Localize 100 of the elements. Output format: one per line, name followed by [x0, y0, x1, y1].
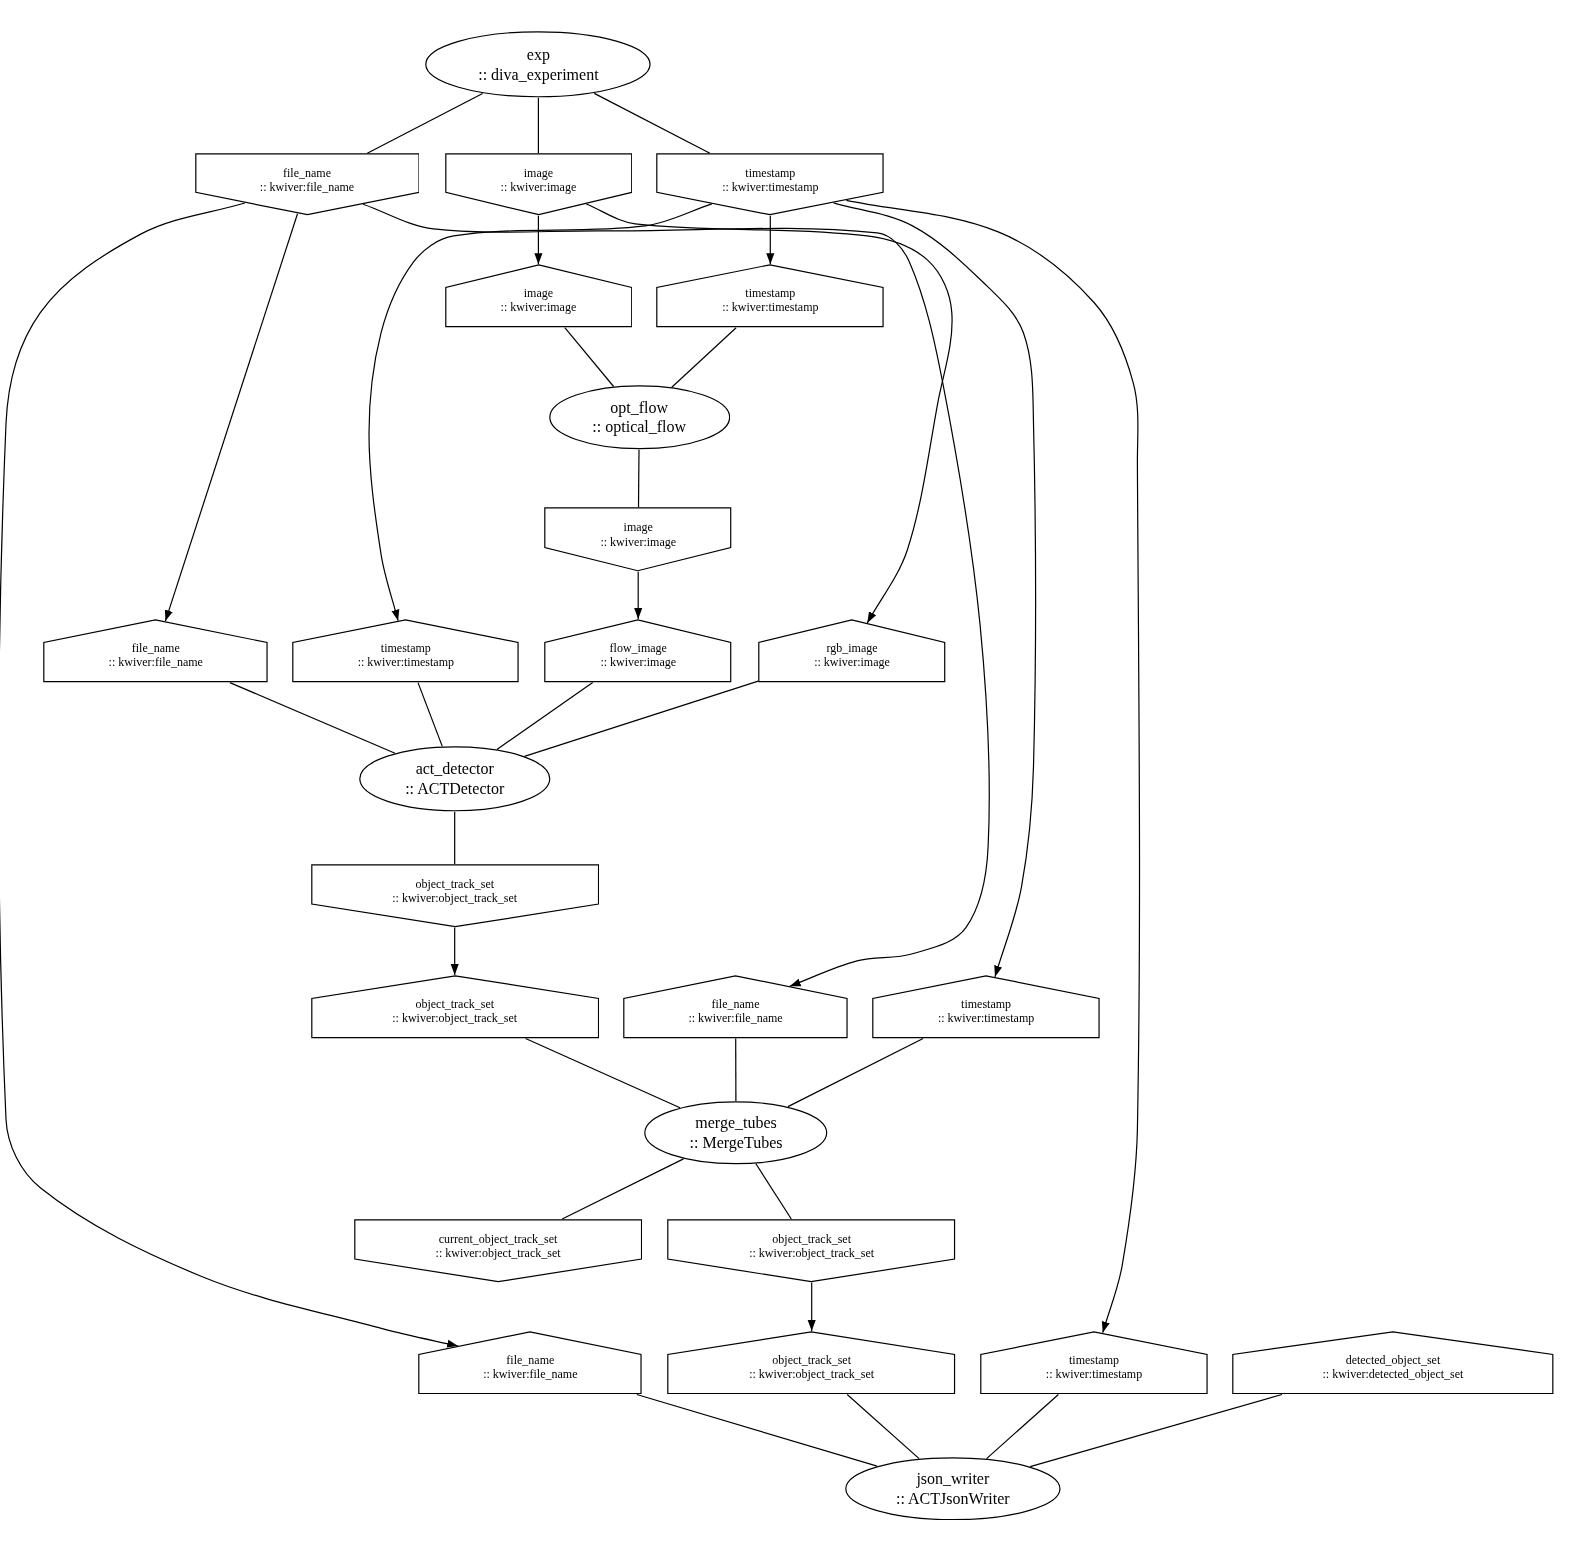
connector-line	[564, 327, 615, 388]
connector-line	[593, 92, 711, 154]
process-ellipse	[548, 385, 730, 450]
input-port-pentagon	[292, 619, 520, 683]
input-port-pentagon	[758, 619, 946, 683]
node-label: object_track_set	[415, 996, 495, 1012]
connector-line	[454, 811, 456, 865]
input-port-pentagon	[872, 975, 1100, 1039]
type-label: :: kwiver:object_track_set	[749, 1246, 875, 1261]
type-label: :: kwiver:image	[500, 300, 577, 315]
type-label: :: kwiver:file_name	[108, 655, 203, 670]
type-label: :: MergeTubes	[689, 1132, 783, 1153]
type-label: :: kwiver:object_track_set	[749, 1367, 875, 1382]
node-label: timestamp	[745, 165, 796, 180]
connector-line	[637, 449, 640, 508]
type-label: :: ACTJsonWriter	[896, 1488, 1010, 1509]
node-label: opt_flow	[610, 397, 669, 418]
output-port-pentagon	[194, 153, 420, 216]
type-label: :: kwiver:image	[814, 655, 890, 670]
node-label: merge_tubes	[695, 1113, 777, 1133]
node-label: object_track_set	[415, 876, 495, 892]
process-ellipse	[644, 1101, 828, 1165]
arrow	[368, 203, 713, 622]
connector-line	[986, 1393, 1059, 1460]
connector-line	[417, 682, 443, 747]
arrow	[845, 199, 1141, 1334]
arrow	[362, 203, 990, 987]
node-label: image	[623, 520, 653, 535]
connector-line	[1029, 1393, 1283, 1468]
type-label: :: kwiver:image	[600, 655, 677, 670]
connector-line	[496, 682, 594, 751]
arrow	[534, 215, 543, 265]
arrow	[0, 202, 459, 1348]
output-port-pentagon	[656, 153, 885, 216]
connector-line	[523, 680, 759, 757]
arrow	[585, 203, 953, 624]
type-label: :: kwiver:object_track_set	[435, 1246, 561, 1261]
type-label: :: kwiver:file_name	[259, 180, 355, 195]
input-port-pentagon	[623, 975, 848, 1039]
type-label: :: kwiver:file_name	[688, 1011, 783, 1026]
input-port-pentagon	[1232, 1330, 1554, 1395]
connector-line	[787, 1037, 924, 1108]
node-label: json_writer	[916, 1469, 990, 1489]
type-label: :: kwiver:image	[500, 180, 577, 195]
node-label: current_object_track_set	[438, 1231, 558, 1247]
node-label: timestamp	[961, 996, 1012, 1012]
type-label: :: optical_flow	[592, 417, 687, 437]
node-label: flow_image	[609, 640, 667, 656]
connector-line	[735, 1037, 737, 1102]
connector-line	[366, 92, 484, 154]
type-label: :: kwiver:timestamp	[357, 655, 454, 670]
node-label: timestamp	[380, 640, 431, 656]
arrow	[450, 927, 459, 976]
type-label: :: diva_experiment	[478, 64, 599, 84]
type-label: :: kwiver:file_name	[483, 1367, 578, 1382]
type-label: :: kwiver:object_track_set	[392, 891, 518, 906]
type-label: :: kwiver:detected_object_set	[1322, 1367, 1464, 1382]
type-label: :: kwiver:timestamp	[722, 300, 819, 315]
node-label: file_name	[711, 996, 760, 1012]
process-ellipse	[844, 1456, 1061, 1521]
input-port-pentagon	[310, 975, 599, 1039]
node-label: exp	[526, 45, 550, 65]
process-ellipse	[358, 746, 551, 812]
node-label: detected_object_set	[1345, 1352, 1441, 1368]
connector-line	[229, 682, 396, 754]
type-label: :: kwiver:object_track_set	[392, 1011, 518, 1026]
connector-line	[846, 1393, 920, 1460]
input-port-pentagon	[418, 1330, 643, 1395]
connector-line	[537, 97, 539, 154]
node-label: file_name	[283, 165, 331, 180]
connector-line	[636, 1393, 878, 1467]
output-port-pentagon	[667, 1219, 956, 1283]
type-label: :: kwiver:image	[600, 534, 677, 550]
type-label: :: kwiver:timestamp	[722, 180, 819, 195]
node-label: rgb_image	[826, 640, 878, 656]
node-label: image	[523, 285, 554, 301]
type-label: :: kwiver:timestamp	[1045, 1367, 1143, 1382]
node-label: timestamp	[1068, 1352, 1119, 1368]
arrow	[807, 1281, 816, 1332]
node-label: timestamp	[745, 285, 796, 301]
input-port-pentagon	[444, 264, 633, 328]
arrow	[766, 215, 775, 265]
output-port-pentagon	[544, 507, 732, 572]
input-port-pentagon	[544, 619, 732, 683]
input-port-pentagon	[656, 264, 885, 328]
connector-line	[671, 327, 737, 388]
node-label: object_track_set	[772, 1352, 851, 1368]
connector-line	[561, 1158, 685, 1220]
input-port-pentagon	[980, 1330, 1208, 1395]
arrow	[164, 213, 299, 622]
type-label: :: ACTDetector	[405, 778, 505, 799]
node-label: object_track_set	[772, 1231, 851, 1247]
node-label: file_name	[506, 1352, 555, 1368]
arrow	[833, 202, 1037, 978]
output-port-pentagon	[310, 864, 599, 928]
arrow	[634, 571, 643, 620]
type-label: :: kwiver:timestamp	[937, 1011, 1035, 1026]
input-port-pentagon	[667, 1330, 956, 1395]
connector-line	[525, 1037, 681, 1109]
connector-line	[755, 1163, 792, 1220]
